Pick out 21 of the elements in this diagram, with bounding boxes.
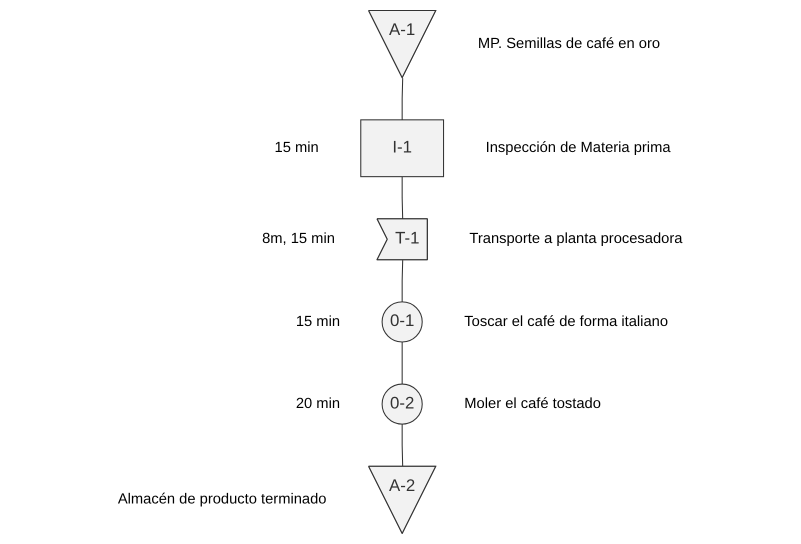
step-description: Transporte a planta procesadora (469, 231, 682, 248)
step-description: Inspección de Materia prima (486, 140, 671, 156)
connector-line (402, 260, 404, 302)
connector-line (402, 78, 404, 120)
step-description: Almacén de producto terminado (118, 492, 326, 508)
connector-line (402, 424, 404, 467)
step-description: Moler el café tostado (464, 396, 601, 412)
transport-step-node: T-1 (376, 218, 428, 260)
operation-circle: 0-2 (382, 384, 423, 425)
storage-triangle: A-1 (368, 10, 436, 78)
step-description: Toscar el café de forma italiano (464, 314, 668, 330)
duration-label: 8m, 15 min (262, 231, 335, 248)
connector-line (402, 176, 404, 220)
duration-label: 20 min (296, 396, 340, 412)
duration-label: 15 min (296, 314, 340, 330)
operation-circle: 0-1 (382, 301, 423, 342)
inspection-square: I-1 (360, 119, 444, 178)
connector-line (402, 342, 403, 384)
storage-triangle: A-2 (368, 466, 436, 534)
duration-label: 15 min (274, 140, 319, 156)
step-description: MP. Semillas de café en oro (478, 36, 660, 52)
